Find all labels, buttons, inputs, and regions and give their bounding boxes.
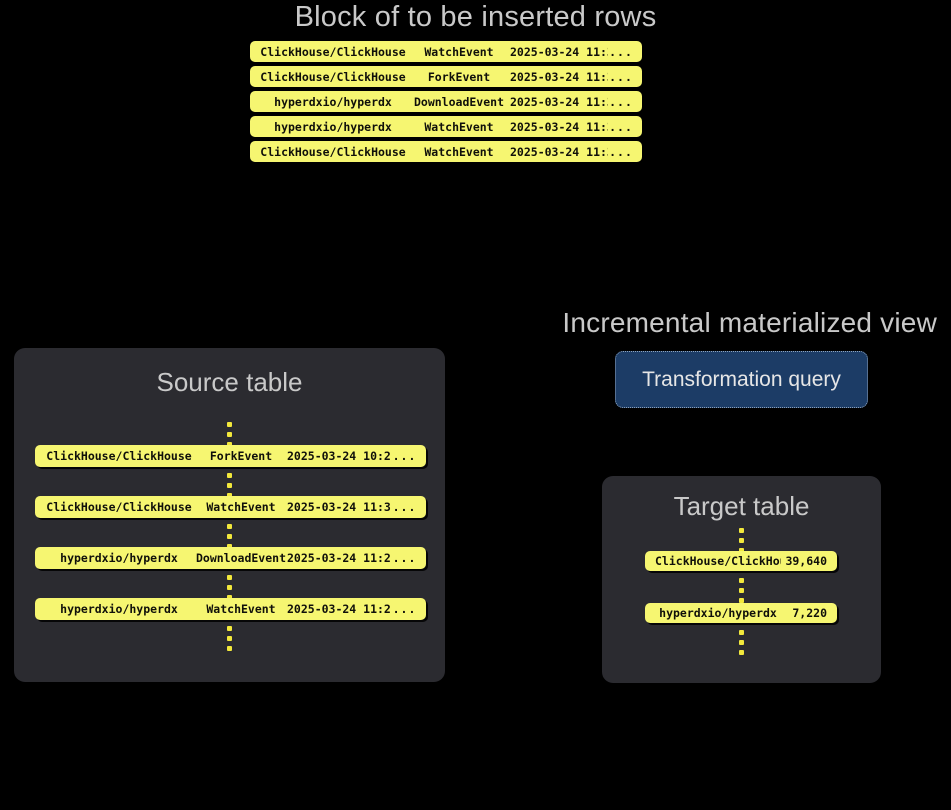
dot [739,630,744,635]
dot [227,534,232,539]
row-event: WatchEvent [206,500,276,514]
row-timestamp: 2025-03-24 11:32:54 [287,500,391,514]
target-table-row: ClickHouse/ClickHouse 39,640 [645,551,837,571]
row-repo: hyperdxio/hyperdx [659,606,777,620]
source-table-row: hyperdxio/hyperdx DownloadEvent 2025-03-… [35,547,426,569]
ellipsis-dots [227,575,232,600]
dot [227,646,232,651]
row-timestamp: 2025-03-24 11:35:52 [510,119,608,134]
ellipsis-dots [739,528,744,553]
block-row: hyperdxio/hyperdx WatchEvent 2025-03-24 … [250,116,642,137]
dot [227,432,232,437]
dot [739,528,744,533]
source-table-title: Source table [156,367,303,397]
dot [739,650,744,655]
row-timestamp: 2025-03-24 11:28:32 [287,602,391,616]
source-table-row: ClickHouse/ClickHouse WatchEvent 2025-03… [35,496,426,518]
row-timestamp: 2025-03-24 11:35:44 [510,69,608,84]
dot [227,575,232,580]
row-more: ... [392,500,417,514]
row-timestamp: 2025-03-24 11:20:12 [287,551,391,565]
row-repo: ClickHouse/ClickHouse [46,449,192,463]
dot [227,422,232,427]
row-event: ForkEvent [209,449,273,463]
dot [227,442,232,447]
row-repo: hyperdxio/hyperdx [274,119,392,134]
row-timestamp: 2025-03-24 10:25:00 [287,449,391,463]
dot [227,524,232,529]
ellipsis-dots [227,473,232,498]
block-row: ClickHouse/ClickHouse ForkEvent 2025-03-… [250,66,642,87]
row-repo: hyperdxio/hyperdx [60,602,178,616]
ellipsis-dots [227,524,232,549]
row-repo: ClickHouse/ClickHouse [655,554,781,568]
row-repo: hyperdxio/hyperdx [274,94,392,109]
row-more: ... [609,94,633,109]
row-event: DownloadEvent [195,551,286,565]
row-event: DownloadEvent [413,94,504,109]
row-event: ForkEvent [427,69,491,84]
row-more: ... [609,119,633,134]
row-timestamp: 2025-03-24 11:35:54 [510,144,608,159]
row-repo: ClickHouse/ClickHouse [260,69,406,84]
row-timestamp: 2025-03-24 11:35:40 [510,44,608,59]
ellipsis-dots [227,626,232,651]
block-row: ClickHouse/ClickHouse WatchEvent 2025-03… [250,141,642,162]
dot [227,585,232,590]
block-row: ClickHouse/ClickHouse WatchEvent 2025-03… [250,41,642,62]
dot [739,538,744,543]
ellipsis-dots [739,578,744,603]
source-table-row: hyperdxio/hyperdx WatchEvent 2025-03-24 … [35,598,426,620]
ellipsis-dots [739,630,744,655]
transformation-query-box[interactable]: Transformation query [615,351,868,408]
incremental-materialized-view-heading: Incremental materialized view [562,307,937,338]
row-repo: ClickHouse/ClickHouse [260,44,406,59]
row-event: WatchEvent [424,44,494,59]
source-table-row: ClickHouse/ClickHouse ForkEvent 2025-03-… [35,445,426,467]
dot [227,595,232,600]
dot [227,544,232,549]
row-more: ... [392,449,417,463]
ellipsis-dots [227,422,232,447]
target-table-row: hyperdxio/hyperdx 7,220 [645,603,837,623]
dot [227,626,232,631]
dot [739,640,744,645]
dot [227,473,232,478]
row-event: WatchEvent [424,119,494,134]
row-timestamp: 2025-03-24 11:35:48 [510,94,608,109]
row-count: 39,640 [785,554,827,568]
row-count: 7,220 [792,606,827,620]
block-row: hyperdxio/hyperdx DownloadEvent 2025-03-… [250,91,642,112]
dot [739,548,744,553]
dot [739,578,744,583]
dot [739,598,744,603]
transformation-query-label: Transformation query [642,367,841,391]
row-repo: hyperdxio/hyperdx [60,551,178,565]
dot [227,493,232,498]
dot [739,588,744,593]
row-repo: ClickHouse/ClickHouse [46,500,192,514]
row-repo: ClickHouse/ClickHouse [260,144,406,159]
dot [227,483,232,488]
row-more: ... [392,551,417,565]
block-heading: Block of to be inserted rows [294,1,657,33]
row-more: ... [609,69,633,84]
row-event: WatchEvent [206,602,276,616]
row-event: WatchEvent [424,144,494,159]
row-more: ... [392,602,417,616]
row-more: ... [609,44,633,59]
row-more: ... [609,144,633,159]
target-table-title: Target table [673,491,810,521]
dot [227,636,232,641]
